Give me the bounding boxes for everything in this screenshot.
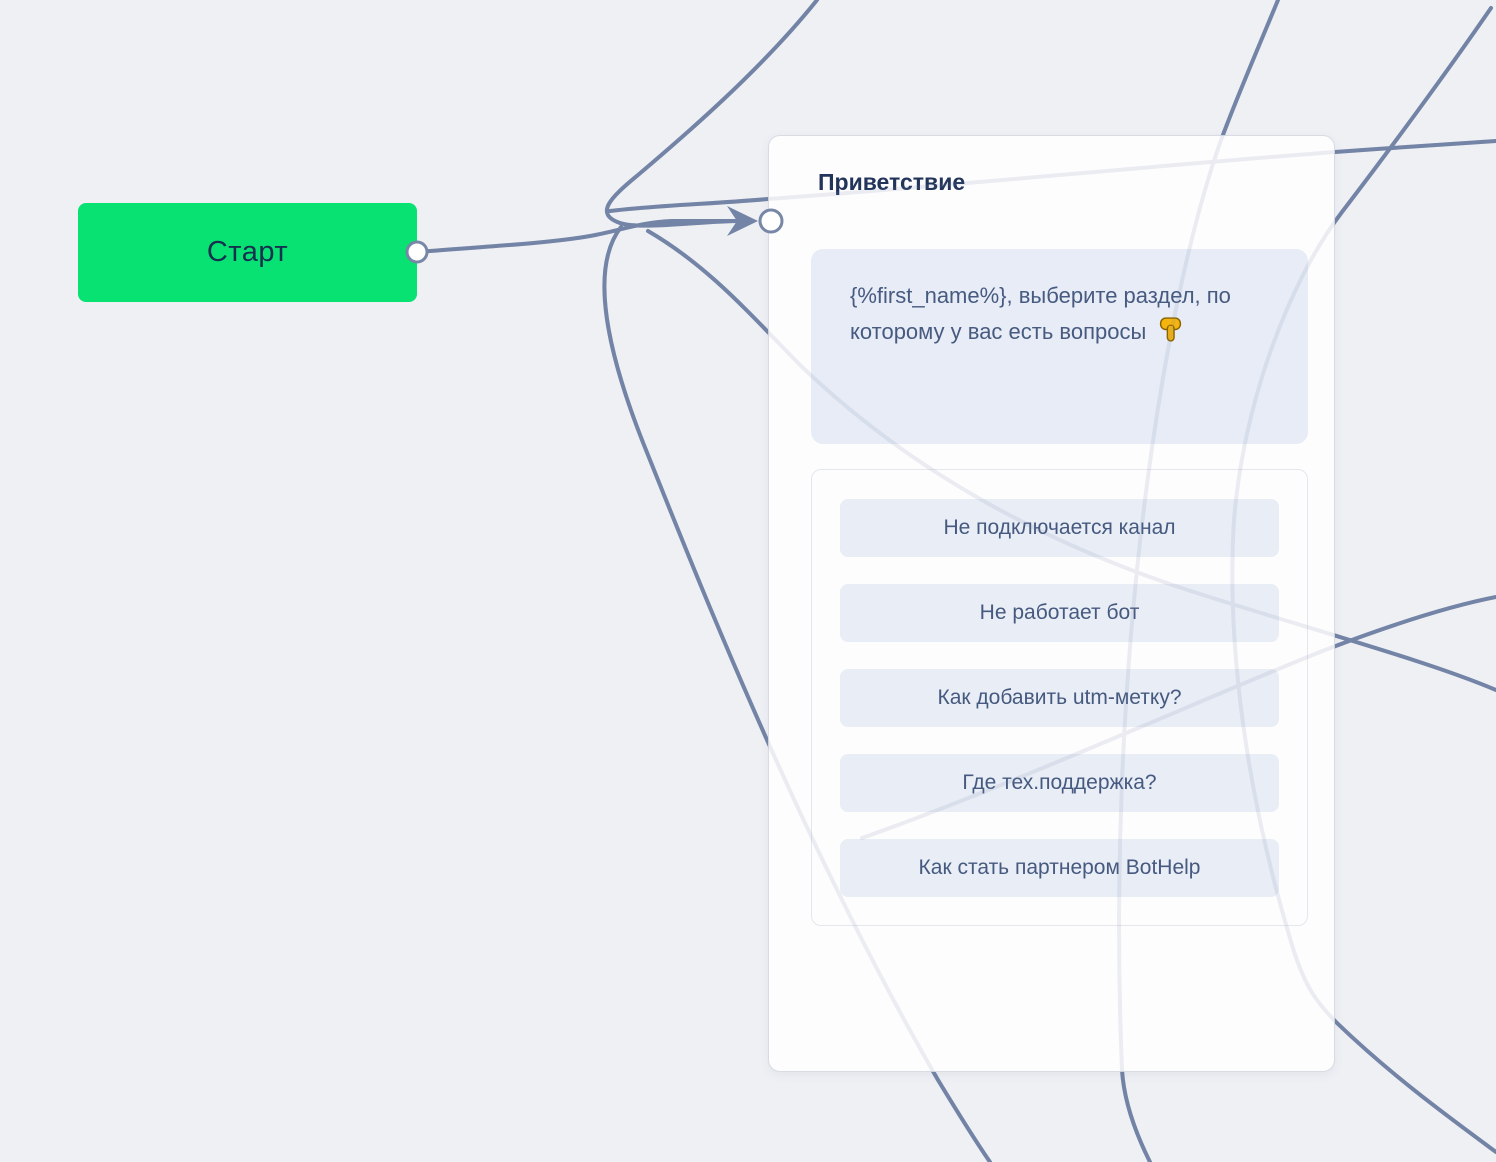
quick-reply-button[interactable]: Не подключается канал: [840, 499, 1279, 557]
greeting-node-card[interactable]: Приветствие {%first_name%}, выберите раз…: [768, 135, 1335, 1072]
quick-reply-button[interactable]: Как стать партнером BotHelp: [840, 839, 1279, 897]
arrowhead-icon: [727, 206, 758, 236]
quick-reply-button[interactable]: Как добавить utm-метку?: [840, 669, 1279, 727]
pointing-down-emoji-icon: [1158, 316, 1183, 354]
message-text: {%first_name%}, выберите раздел, по кото…: [850, 278, 1268, 354]
quick-reply-button[interactable]: Не работает бот: [840, 584, 1279, 642]
greeting-node-title: Приветствие: [818, 169, 966, 195]
quick-reply-buttons-group: Не подключается канал Не работает бот Ка…: [811, 469, 1308, 926]
start-node-label: Старт: [206, 236, 289, 268]
message-bubble[interactable]: {%first_name%}, выберите раздел, по кото…: [811, 249, 1308, 444]
start-node[interactable]: Старт: [78, 203, 417, 302]
edge-start-to-greeting: [415, 219, 743, 254]
quick-reply-button[interactable]: Где тех.поддержка?: [840, 754, 1279, 812]
